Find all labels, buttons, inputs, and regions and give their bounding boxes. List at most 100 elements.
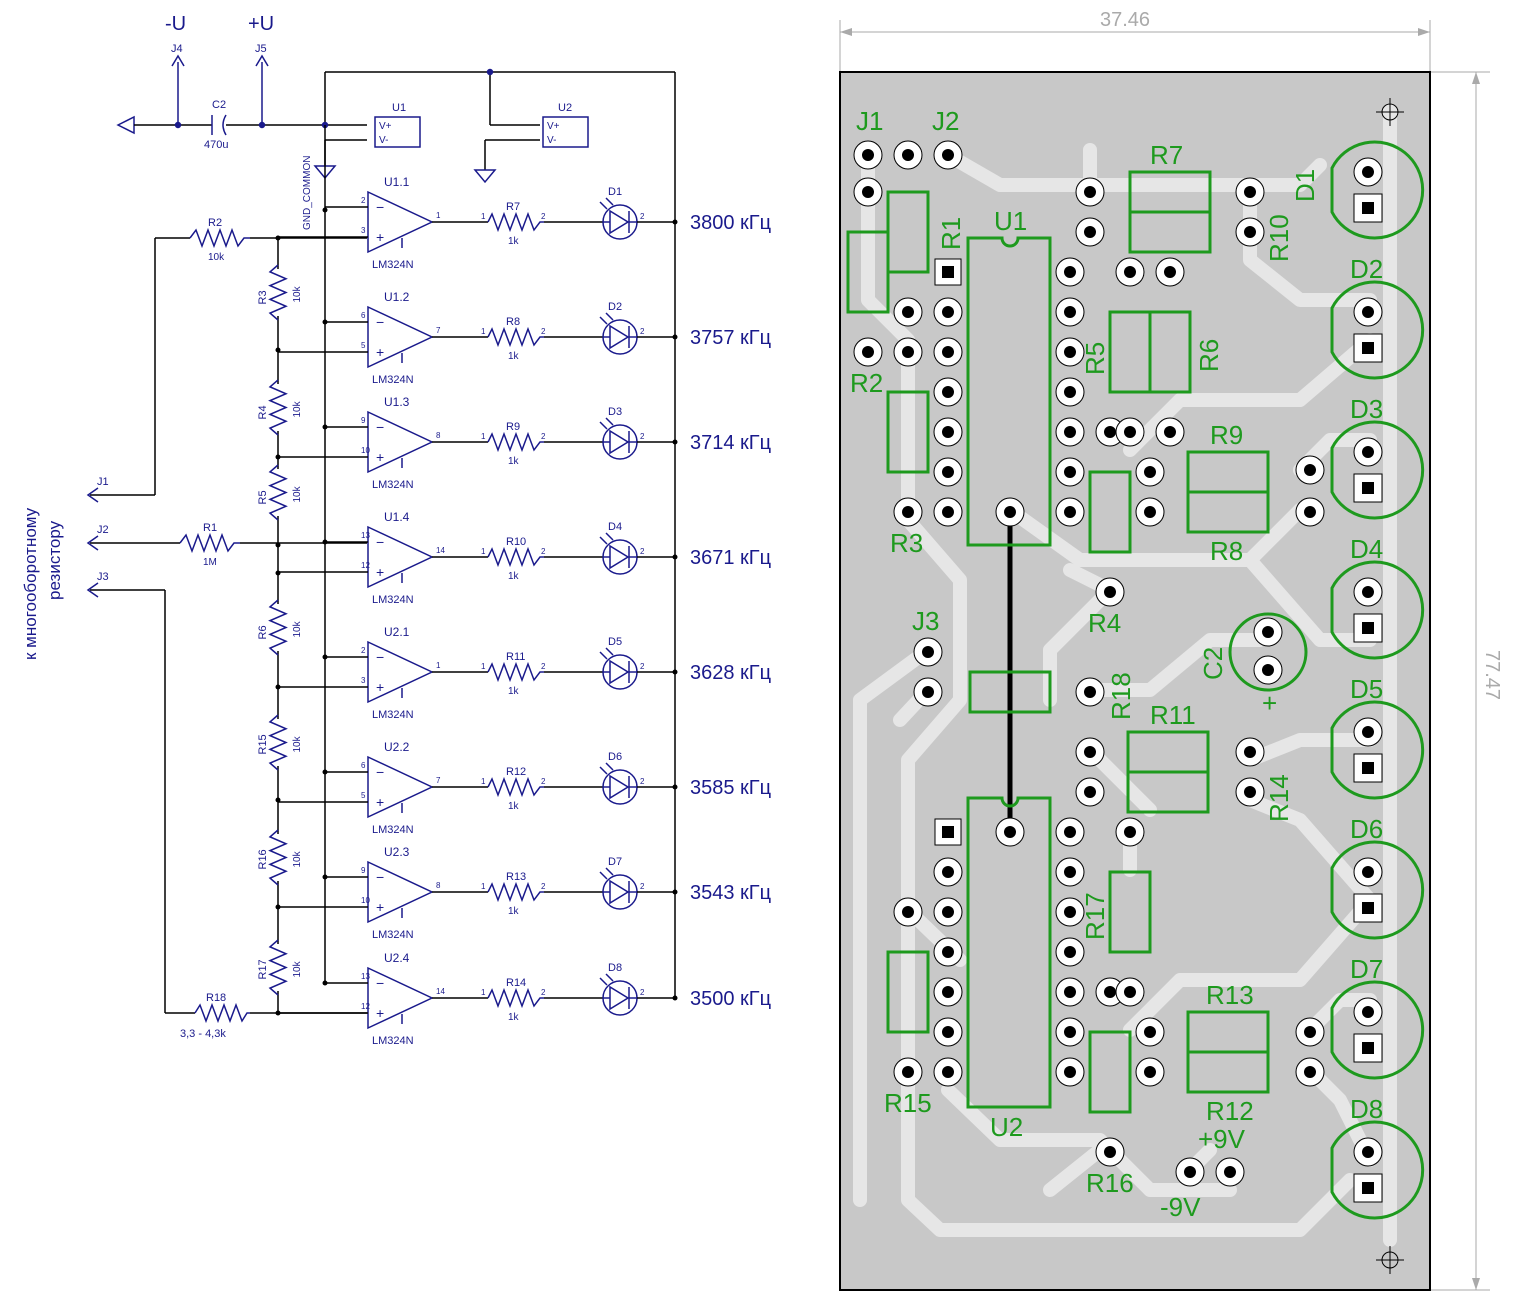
opamp-pos-sign: + (376, 449, 384, 465)
pcb-c2: C2 (1198, 647, 1228, 680)
series-resistor-name: R10 (506, 536, 526, 548)
ladder-resistor-name: R6 (257, 625, 269, 639)
opamp-pos-sign: + (376, 344, 384, 360)
led-pin2: 2 (640, 327, 645, 336)
opamp-out-pin: 8 (436, 431, 441, 440)
opamp-pos-sign: + (376, 1005, 384, 1021)
pcb-pad (853, 140, 883, 170)
series-resistor (487, 211, 544, 233)
j1-label: J1 (97, 476, 109, 488)
resistor-pin2: 2 (541, 327, 546, 336)
frequency-label: 3671 кГц (690, 547, 771, 569)
pcb-r12: R12 (1206, 1096, 1254, 1126)
pcb-pad (1055, 297, 1085, 327)
opamp-symbol (367, 640, 434, 704)
r18-name: R18 (206, 992, 226, 1004)
led-label: D7 (608, 856, 622, 868)
opamp-symbol (367, 755, 434, 819)
junction (672, 219, 678, 225)
pcb-led-6: D6 (1330, 814, 1425, 940)
opamp-neg-sign: − (376, 869, 384, 885)
j4-label: J4 (171, 43, 183, 55)
pcb-j2: J2 (932, 106, 959, 136)
ladder-resistor-value: 10k (292, 960, 303, 977)
pcb-pad (1115, 417, 1145, 447)
opamp-neg-sign: − (376, 419, 384, 435)
led-label: D3 (608, 406, 622, 418)
pcb-pad (1055, 1057, 1085, 1087)
opamp-label: U1.4 (384, 510, 410, 524)
opamp-part: LM324N (372, 259, 414, 271)
led-symbol (599, 417, 638, 460)
pcb-pad (933, 417, 963, 447)
opamp-neg-sign: − (376, 764, 384, 780)
led-pin2: 2 (640, 777, 645, 786)
led-label: D5 (608, 636, 622, 648)
series-resistor (487, 431, 544, 453)
pcb-pad (933, 977, 963, 1007)
pcb-pad (1055, 377, 1085, 407)
ladder-resistor-name: R4 (257, 405, 269, 419)
series-resistor-name: R14 (506, 977, 526, 989)
series-resistor-value: 1k (508, 351, 520, 362)
pcb-j1: J1 (856, 106, 883, 136)
pcb-pad (1235, 217, 1265, 247)
pcb-square-pad (934, 258, 962, 286)
frequency-label: 3628 кГц (690, 662, 771, 684)
resistor-pin2: 2 (541, 432, 546, 441)
led-pin2: 2 (640, 432, 645, 441)
opamp-neg-pin: 9 (361, 866, 366, 875)
opamp-symbol (367, 190, 434, 254)
led-pin2: 2 (640, 882, 645, 891)
junction (275, 542, 281, 548)
pcb-r10: R10 (1264, 214, 1294, 262)
led-pin2: 2 (640, 212, 645, 221)
pcb-led-8: D8 (1330, 1094, 1425, 1220)
pcb-pad (1055, 977, 1085, 1007)
opamp-neg-pin: 13 (361, 972, 370, 981)
resistor-pin2: 2 (541, 988, 546, 997)
pcb-pad (913, 637, 943, 667)
pcb-pad (1115, 257, 1145, 287)
pcb-led-3: D3 (1330, 394, 1425, 520)
junction (672, 554, 678, 560)
ladder-resistor-value: 10k (292, 285, 303, 302)
opamp-label: U2.4 (384, 951, 410, 965)
opamp-neg-pin: 6 (361, 761, 366, 770)
opamp-neg-sign: − (376, 649, 384, 665)
opamp-part: LM324N (372, 374, 414, 386)
resistor-pin1: 1 (481, 212, 486, 221)
pcb-led-2: D2 (1330, 254, 1425, 380)
series-resistor (487, 987, 544, 1009)
pcb-pad (1055, 417, 1085, 447)
led-label: D2 (608, 301, 622, 313)
pcb-height-dimension: 77.47 (1481, 650, 1503, 700)
pcb-pad (893, 497, 923, 527)
pcb-j3: J3 (912, 606, 939, 636)
series-resistor-value: 1k (508, 236, 520, 247)
pcb-pad (1055, 817, 1085, 847)
u1-power-label: U1 (392, 102, 406, 114)
pcb-pad (995, 817, 1025, 847)
pcb-led-4: D4 (1330, 534, 1425, 660)
opamp-part: LM324N (372, 709, 414, 721)
opamp-part: LM324N (372, 824, 414, 836)
series-resistor-value: 1k (508, 686, 520, 697)
pcb-pad (913, 677, 943, 707)
pcb-pad (1095, 577, 1125, 607)
pcb-pad (995, 497, 1025, 527)
resistor-pin1: 1 (481, 988, 486, 997)
resistor-pin1: 1 (481, 327, 486, 336)
series-resistor (487, 326, 544, 348)
pcb-r16: R16 (1086, 1168, 1134, 1198)
resistor-pin1: 1 (481, 547, 486, 556)
pcb-pad (1235, 177, 1265, 207)
pcb-r15: R15 (884, 1088, 932, 1118)
series-resistor-name: R13 (506, 871, 526, 883)
pcb-pad (1055, 1017, 1085, 1047)
opamp-label: U1.2 (384, 290, 410, 304)
pcb-pad (1253, 655, 1283, 685)
pcb-minus9v: -9V (1160, 1192, 1201, 1222)
